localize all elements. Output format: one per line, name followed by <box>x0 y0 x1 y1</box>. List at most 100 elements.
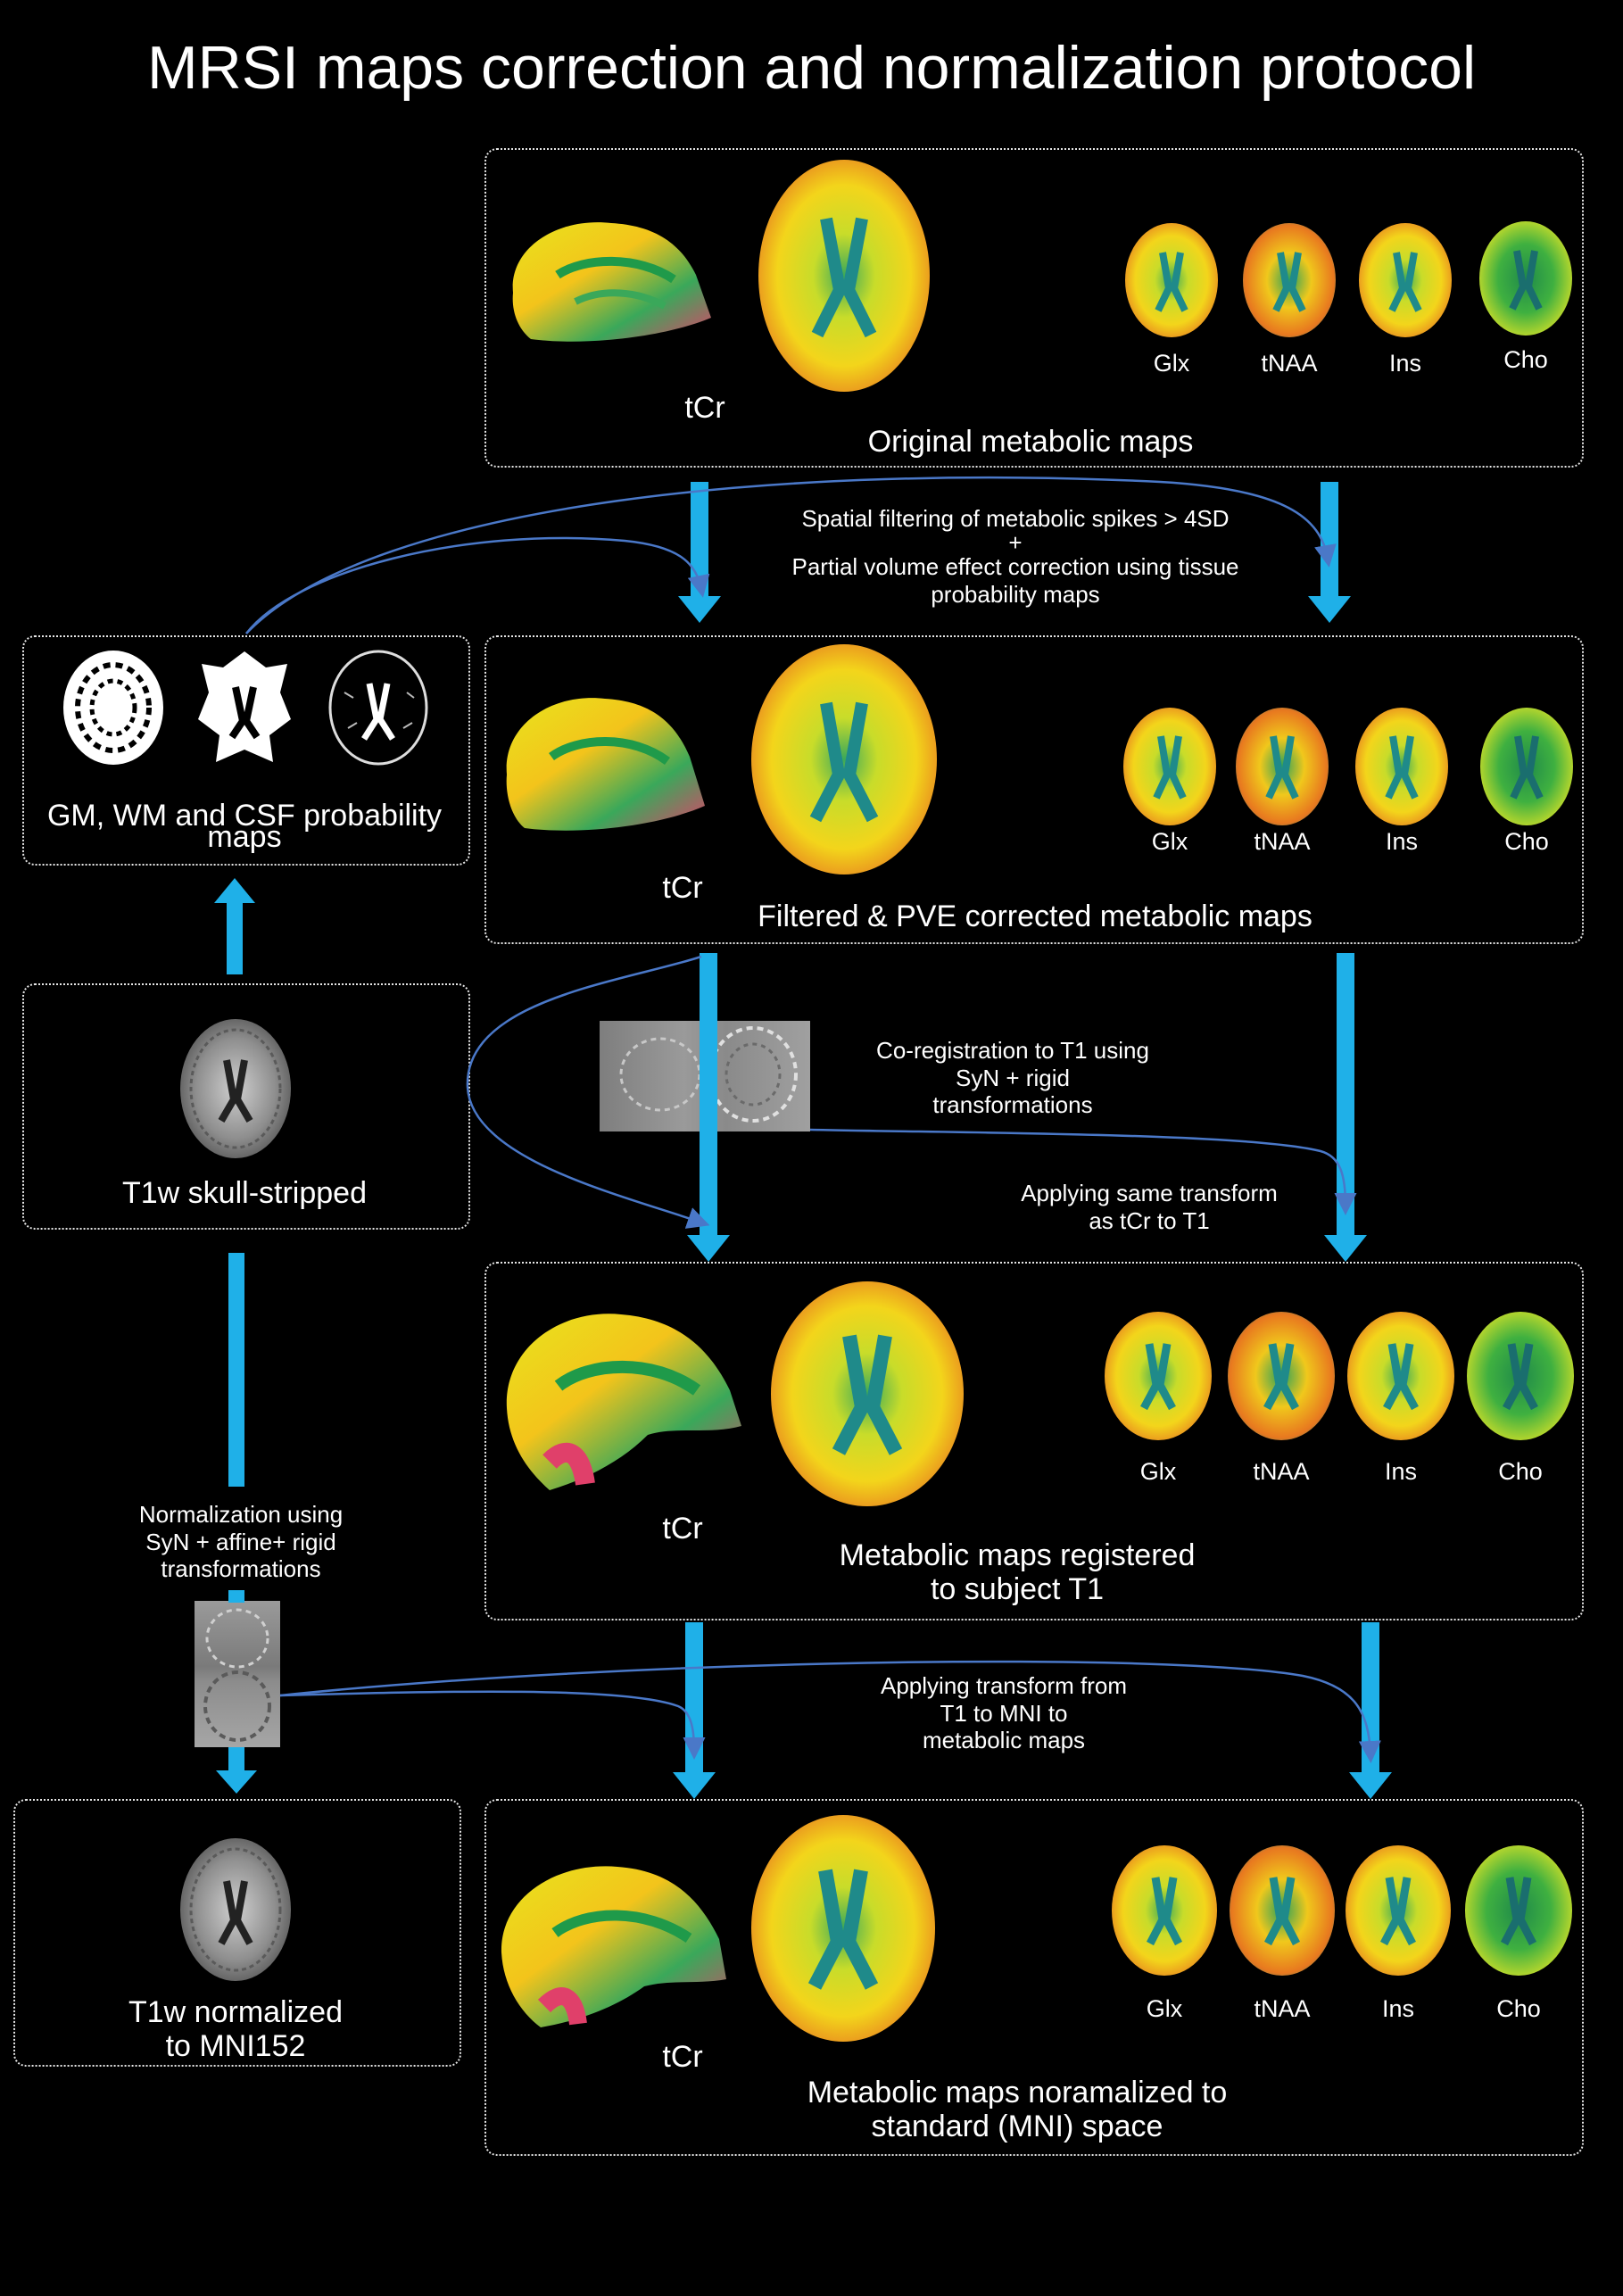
original-ins-label: Ins <box>1388 350 1422 377</box>
norm-note-line2: SyN + affine+ rigid <box>145 1528 336 1555</box>
filtering-note-line4: probability maps <box>931 580 1100 608</box>
t1-skull-stripped-caption: T1w skull-stripped <box>122 1176 367 1210</box>
original-maps-caption: Original metabolic maps <box>867 425 1194 459</box>
filtered-glx-label: Glx <box>1151 828 1188 855</box>
original-cho-map <box>1479 221 1572 336</box>
normalized-ins-map <box>1346 1845 1451 1976</box>
coreg-note-line2: SyN + rigid <box>956 1064 1070 1091</box>
curve-coreg-to-tcr <box>466 955 710 1229</box>
arrow-t1-to-tissue-maps <box>214 878 255 974</box>
page-title: MRSI maps correction and normalization p… <box>146 34 1477 102</box>
registered-cho-label: Cho <box>1498 1458 1543 1485</box>
registered-glx-map <box>1105 1312 1212 1440</box>
arrow-original-to-filtered-tcr <box>678 482 721 623</box>
normalization-note: Normalization using SyN + affine+ rigid … <box>80 1501 402 1583</box>
filtering-note-line3: Partial volume effect correction using t… <box>791 553 1239 581</box>
normalized-tcr-label: tCr <box>662 2040 703 2074</box>
filtering-note-line2: + <box>1008 528 1023 556</box>
curve-coreg-to-metabolites <box>809 1128 1357 1215</box>
original-tcr-sagittal-map <box>512 222 711 342</box>
original-glx-map <box>1125 223 1218 337</box>
registered-maps-caption: Metabolic maps registered to subject T1 <box>714 1538 1321 1606</box>
tissue-maps-caption-line2: maps <box>207 820 282 855</box>
filtered-cho-map <box>1480 708 1573 825</box>
same-transform-note-line1: Applying same transform <box>1021 1180 1278 1206</box>
registered-caption-line1: Metabolic maps registered <box>839 1538 1196 1572</box>
tissue-maps-caption-line1: GM, WM and CSF probability <box>46 799 443 833</box>
same-transform-note-line2: as tCr to T1 <box>1089 1206 1210 1234</box>
box-original-maps <box>484 148 1584 468</box>
original-tnaa-map <box>1243 223 1336 337</box>
registered-tcr-axial-map <box>771 1281 964 1506</box>
curve-norm-to-tcr <box>279 1690 706 1760</box>
box-t1-skull-stripped <box>22 983 470 1230</box>
arrow-registered-to-normalized-tcr <box>673 1622 716 1799</box>
norm-note-line3: transformations <box>161 1555 321 1583</box>
filtered-tcr-sagittal-map <box>506 698 705 831</box>
filtered-ins-label: Ins <box>1385 828 1419 855</box>
arrow-original-to-filtered-metabolites <box>1308 482 1351 623</box>
t1-mni-image <box>180 1838 291 1981</box>
same-transform-note: Applying same transform as tCr to T1 <box>971 1180 1328 1234</box>
tissue-maps-caption: GM, WM and CSF probability maps <box>22 799 467 854</box>
arrow-t1-to-mni <box>216 1253 257 1794</box>
registered-ins-label: Ins <box>1384 1458 1418 1485</box>
original-cho-label: Cho <box>1503 346 1548 373</box>
filtered-cho-label: Cho <box>1504 828 1549 855</box>
normalized-caption-line1: Metabolic maps noramalized to <box>807 2076 1228 2110</box>
normalized-cho-label: Cho <box>1496 1995 1541 2022</box>
original-ins-map <box>1359 223 1452 337</box>
original-tcr-axial-map <box>758 160 930 392</box>
filtered-glx-map <box>1123 708 1216 825</box>
registered-tnaa-map <box>1228 1312 1335 1440</box>
mni-transform-note-line2: T1 to MNI to <box>940 1699 1068 1727</box>
registered-tnaa-label: tNAA <box>1253 1458 1310 1485</box>
box-normalized-maps <box>484 1799 1584 2156</box>
t1-mni-caption-line1: T1w normalized <box>128 1995 343 2029</box>
registered-cho-map <box>1467 1312 1574 1440</box>
csf-probability-map <box>328 650 428 766</box>
normalized-tnaa-label: tNAA <box>1254 1995 1311 2022</box>
normalized-glx-map <box>1112 1845 1217 1976</box>
normalized-cho-map <box>1465 1845 1572 1976</box>
box-t1-mni <box>13 1799 461 2067</box>
filtered-maps-caption: Filtered & PVE corrected metabolic maps <box>758 899 1312 933</box>
arrow-registered-to-normalized-metabolites <box>1349 1622 1392 1799</box>
normalized-tnaa-map <box>1230 1845 1335 1976</box>
normalization-deformation-field <box>195 1601 280 1747</box>
normalized-tcr-sagittal-map <box>501 1866 726 2027</box>
arrow-filtered-to-registered-tcr <box>687 953 730 1262</box>
normalized-glx-label: Glx <box>1146 1995 1183 2022</box>
filtered-tcr-label: tCr <box>662 871 703 905</box>
curve-tissue-to-tcr <box>245 536 710 634</box>
coreg-note-line3: transformations <box>932 1091 1093 1119</box>
mni-transform-note: Applying transform from T1 to MNI to met… <box>825 1672 1182 1754</box>
normalized-ins-label: Ins <box>1381 1995 1415 2022</box>
filtering-note-line1: Spatial filtering of metabolic spikes > … <box>801 505 1230 532</box>
registered-tcr-sagittal-map <box>506 1314 741 1490</box>
original-glx-label: Glx <box>1153 350 1190 377</box>
box-registered-maps <box>484 1262 1584 1620</box>
registered-tcr-label: tCr <box>662 1512 703 1546</box>
mni-transform-note-line1: Applying transform from <box>881 1672 1127 1699</box>
normalized-caption-line2: standard (MNI) space <box>871 2110 1163 2144</box>
registered-ins-map <box>1347 1312 1454 1440</box>
box-tissue-maps <box>22 635 470 866</box>
mni-transform-note-line3: metabolic maps <box>922 1727 1086 1754</box>
filtered-ins-map <box>1355 708 1448 825</box>
wm-probability-map <box>198 651 291 762</box>
arrow-filtered-to-registered-metabolites <box>1324 953 1367 1262</box>
filtered-tnaa-label: tNAA <box>1254 828 1311 855</box>
filtering-note: Spatial filtering of metabolic spikes > … <box>748 505 1283 608</box>
norm-note-line1: Normalization using <box>138 1501 344 1528</box>
gm-probability-map <box>63 651 163 765</box>
filtered-tnaa-map <box>1236 708 1329 825</box>
registered-glx-label: Glx <box>1139 1458 1177 1485</box>
original-tnaa-label: tNAA <box>1261 350 1318 377</box>
coregistration-note: Co-registration to T1 using SyN + rigid … <box>834 1037 1191 1119</box>
curve-norm-to-metabolites <box>279 1660 1381 1763</box>
curve-tissue-to-metabolites <box>245 476 1337 634</box>
coreg-note-line1: Co-registration to T1 using <box>876 1037 1149 1064</box>
filtered-tcr-axial-map <box>751 644 937 874</box>
